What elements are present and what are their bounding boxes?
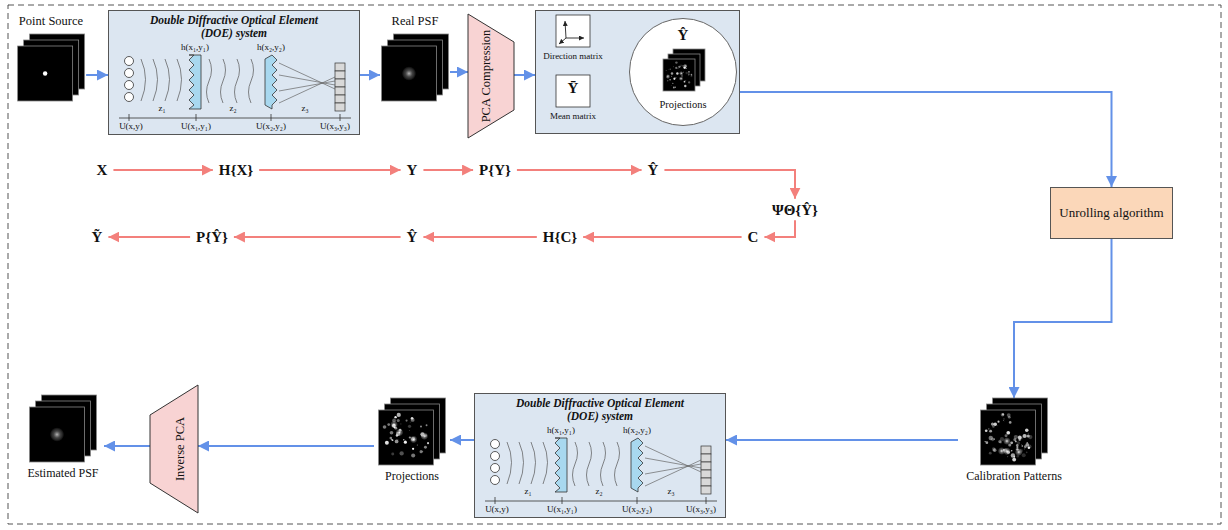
plane-label: z₁ (524, 487, 531, 497)
plane-label: z₃ (667, 487, 674, 497)
plane-label: z₃ (301, 104, 308, 114)
plane-label: U(x₃,y₃) (686, 505, 716, 515)
doe-illustration (485, 438, 717, 504)
image-frame (379, 410, 434, 465)
pca-trapezoid: PCA Compression (468, 14, 514, 138)
symbol-flow-arrow (423, 169, 473, 171)
node-label: Mean matrix (550, 111, 596, 121)
image-frame (663, 59, 695, 91)
axes-icon (559, 21, 584, 44)
flow-arrow (726, 439, 958, 441)
math-symbol: ΨΘ{Ŷ} (772, 202, 818, 219)
node-label: Unrolling algorithm (1054, 206, 1169, 221)
plane-label: U(x₂,y₂) (256, 122, 286, 132)
mean-matrix: Ȳ Mean matrix (538, 75, 608, 129)
plane-label: U(x₁,y₁) (547, 505, 577, 515)
node-label: Estimated PSF (27, 467, 98, 481)
symbol-flow-arrow (664, 170, 795, 199)
flow-arrow (360, 74, 380, 76)
plane-label: z₂ (595, 487, 602, 497)
plane-label: h(x₁,y₁) (547, 426, 575, 436)
math-symbol: Ŷ (407, 229, 418, 246)
doe-system-box: Double Diffractive Optical Element (DOE)… (474, 393, 726, 518)
flow-arrow (450, 71, 468, 73)
math-symbol: X (97, 162, 108, 179)
math-symbol: H{X} (219, 162, 253, 179)
flow-arrow (740, 92, 1112, 187)
node-label: Ŷ (678, 27, 689, 44)
plane-label: z₁ (158, 104, 165, 114)
math-symbol: P{Ŷ} (196, 229, 228, 246)
image-content (50, 427, 64, 441)
image-stack: Estimated PSF (22, 395, 104, 487)
unrolling-box: Unrolling algorithm (1050, 187, 1173, 239)
trapezoid-outline (468, 14, 514, 138)
flow-arrow (198, 445, 374, 447)
node-label: Direction matrix (543, 51, 603, 61)
image-stack: Point Source (16, 14, 86, 106)
projection-circle: Ŷ Projections (629, 18, 737, 126)
image-stack: Calibration Patterns (958, 398, 1070, 490)
flow-arrow (104, 445, 150, 447)
image-frame (30, 407, 85, 462)
node-label: PCA Compression (479, 30, 493, 123)
pca-output-panel: Direction matrixȲ Mean matrix Ŷ Projections (535, 10, 740, 134)
plane-label: U(x₂,y₂) (622, 505, 652, 515)
symbol-flow-arrow (113, 169, 212, 171)
symbol-flow-arrow (583, 236, 741, 238)
node-label: Real PSF (392, 14, 439, 28)
node-label: Point Source (19, 14, 83, 28)
doe-illustration (119, 55, 351, 121)
plane-label: h(x₂,y₂) (623, 426, 651, 436)
math-symbol: C (748, 229, 759, 246)
direction-matrix: Direction matrix (538, 15, 608, 69)
flow-arrow (450, 439, 474, 441)
plane-label: U(x₃,y₃) (320, 122, 350, 132)
math-symbol: Ŷ (648, 162, 659, 179)
math-symbol: P{Y} (479, 162, 511, 179)
image-frame (17, 46, 72, 101)
plane-label: U(x,y) (119, 122, 143, 132)
image-stack: Projections (374, 398, 450, 490)
symbol-flow-arrow (234, 236, 401, 238)
node-label: Ȳ (568, 80, 579, 97)
node-label: Projections (659, 99, 706, 111)
symbol-flow-arrow (517, 169, 642, 171)
image-content (666, 61, 693, 88)
image-content (985, 413, 1033, 462)
plane-label: h(x₂,y₂) (257, 43, 285, 53)
flow-arrow (1014, 239, 1112, 398)
symbol-flow-arrow (259, 169, 400, 171)
symbol-flow-arrow (108, 236, 190, 238)
image-content (402, 66, 416, 80)
image-stack: Real PSF (380, 14, 450, 106)
node-label: Projections (385, 470, 439, 484)
math-symbol: Y (407, 162, 418, 179)
node-label: Double Diffractive Optical Element (DOE)… (500, 397, 700, 422)
node-label: Double Diffractive Optical Element (DOE)… (134, 14, 334, 39)
plane-label: U(x,y) (485, 505, 509, 515)
node-label: Calibration Patterns (966, 470, 1062, 484)
image-content (383, 413, 429, 458)
plane-label: h(x₁,y₁) (181, 43, 209, 53)
doe-system-box: Double Diffractive Optical Element (DOE)… (108, 10, 360, 135)
inverse-pca-trapezoid: Inverse PCA (150, 385, 198, 513)
flow-arrow (514, 74, 535, 76)
plane-label: z₂ (229, 104, 236, 114)
outer-frame (8, 5, 1221, 524)
image-frame (382, 46, 437, 101)
symbol-flow-arrow (423, 236, 536, 238)
plane-label: U(x₁,y₁) (181, 122, 211, 132)
math-symbol: H{C} (543, 229, 577, 246)
matrix-box (556, 75, 590, 107)
trapezoid-outline (150, 385, 198, 513)
image-content (43, 71, 47, 75)
math-symbol: Ỹ (92, 229, 103, 246)
node-label: Inverse PCA (173, 417, 187, 481)
symbol-flow-arrow (764, 220, 795, 237)
flow-arrow (86, 74, 108, 76)
image-frame (981, 410, 1036, 465)
matrix-box (556, 15, 590, 47)
